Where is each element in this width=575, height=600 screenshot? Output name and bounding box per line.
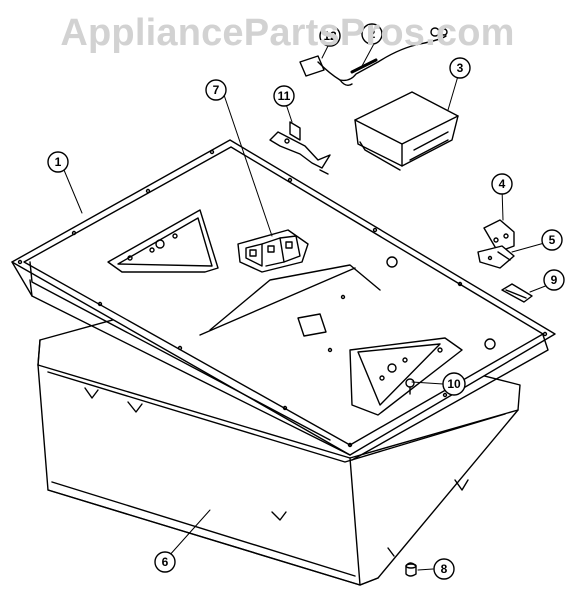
part-8-foot [405, 562, 417, 577]
callout-10-label: 10 [447, 377, 461, 391]
callout-4-label: 4 [499, 177, 506, 191]
callout-1: 1 [47, 151, 69, 173]
callout-12-label: 12 [323, 29, 337, 43]
callout-3-label: 3 [457, 61, 464, 75]
callout-2-label: 2 [369, 27, 376, 41]
callout-6-label: 6 [162, 555, 169, 569]
callout-10: 10 [442, 372, 466, 396]
part-7-terminal-block [237, 229, 309, 273]
callout-8-label: 8 [441, 562, 448, 576]
part-11-bracket [269, 121, 331, 175]
callout-3: 3 [449, 57, 471, 79]
callout-1-label: 1 [55, 155, 62, 169]
part-12-2-wire-harness [299, 27, 448, 87]
part-1-cooktop-tray [11, 139, 556, 461]
callout-7: 7 [205, 79, 227, 101]
part-10-screw [405, 378, 415, 395]
part-9-clip [501, 283, 533, 303]
callout-8: 8 [433, 558, 455, 580]
callout-4: 4 [491, 173, 513, 195]
callout-11-label: 11 [278, 89, 291, 103]
part-3-spark-module [354, 91, 459, 171]
callout-6: 6 [154, 551, 176, 573]
callout-7-label: 7 [213, 83, 220, 97]
callout-9-label: 9 [551, 273, 558, 287]
callout-5: 5 [541, 229, 563, 251]
callout-5-label: 5 [549, 233, 556, 247]
callout-2: 2 [361, 23, 383, 45]
callout-11: 11 [273, 85, 295, 107]
callout-9: 9 [543, 269, 565, 291]
callout-12: 12 [319, 25, 341, 47]
part-5-hinge [477, 245, 515, 269]
